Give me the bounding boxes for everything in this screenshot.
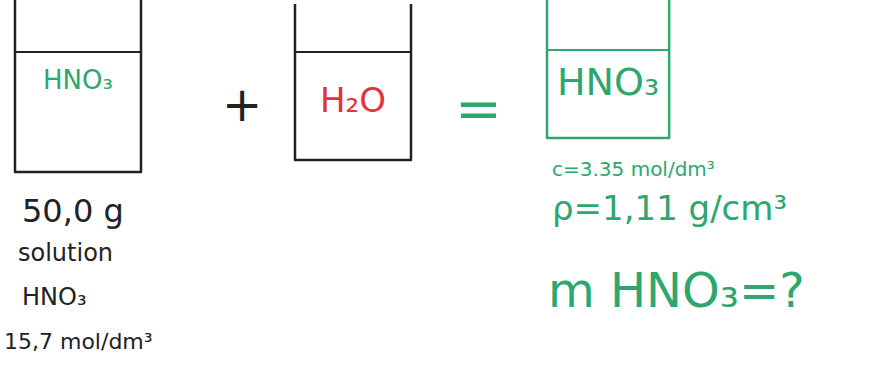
beaker: H₂O bbox=[293, 4, 413, 162]
formula: HNO₃ bbox=[13, 66, 143, 95]
annotation: + bbox=[222, 78, 262, 131]
liquid-level bbox=[548, 49, 668, 51]
annotation: ρ=1,11 g/cm³ bbox=[552, 190, 787, 227]
annotation: c=3.35 mol/dm³ bbox=[552, 158, 715, 180]
annotation: HNO₃ bbox=[22, 284, 87, 310]
formula: H₂O bbox=[293, 82, 413, 119]
annotation: 50,0 g bbox=[22, 194, 124, 229]
beaker: HNO₃ bbox=[13, 0, 143, 174]
formula: HNO₃ bbox=[545, 62, 671, 104]
annotation: solution bbox=[18, 240, 113, 266]
annotation: = bbox=[455, 78, 502, 140]
liquid-level bbox=[16, 51, 140, 53]
beaker: HNO₃ bbox=[545, 0, 671, 140]
annotation: m HNO₃=? bbox=[548, 264, 805, 317]
liquid-level bbox=[296, 51, 410, 53]
annotation: 15,7 mol/dm³ bbox=[4, 330, 153, 354]
